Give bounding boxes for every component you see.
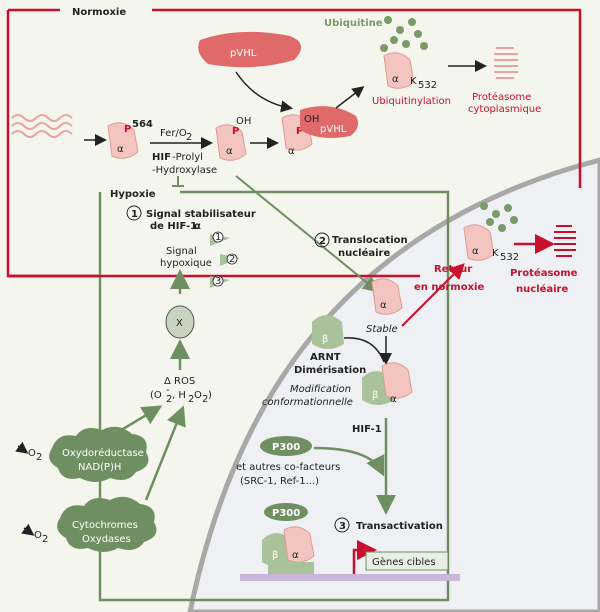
svg-text:2: 2: [42, 534, 48, 545]
p300-cofactor: [260, 436, 312, 456]
svg-text:α: α: [380, 300, 387, 311]
svg-text:α: α: [117, 144, 124, 155]
svg-text:2: 2: [166, 394, 172, 405]
svg-text:P: P: [296, 126, 303, 137]
arnt-beta-protein: [312, 315, 344, 349]
svg-text:, H: , H: [172, 390, 186, 401]
svg-text:2: 2: [202, 394, 208, 405]
svg-text:1: 1: [131, 209, 138, 220]
svg-text:-Hydroxylase: -Hydroxylase: [152, 165, 217, 176]
svg-text:Δ ROS: Δ ROS: [164, 376, 195, 387]
svg-text:Gènes cibles: Gènes cibles: [372, 556, 436, 568]
svg-text:de HIF-1: de HIF-1: [150, 221, 197, 232]
svg-text:2: 2: [188, 394, 194, 405]
svg-text:en normoxie: en normoxie: [414, 282, 484, 293]
svg-text:α: α: [390, 394, 397, 405]
svg-text:α: α: [194, 221, 201, 232]
svg-text:Retour: Retour: [434, 264, 472, 275]
svg-text:2: 2: [36, 452, 42, 463]
svg-text:(O: (O: [150, 390, 162, 401]
svg-text:Dimérisation: Dimérisation: [294, 364, 366, 376]
svg-text:hypoxique: hypoxique: [160, 258, 212, 269]
svg-text:Modification: Modification: [290, 384, 351, 395]
svg-text:Translocation: Translocation: [332, 235, 408, 246]
svg-text:P: P: [124, 124, 131, 135]
svg-text:P300: P300: [272, 442, 300, 453]
svg-text:ARNT: ARNT: [310, 352, 341, 363]
oxydoreductase-cloud: [49, 426, 149, 482]
ubiquitin-cluster: [380, 16, 428, 52]
pvhl-protein: [198, 31, 302, 68]
svg-text:3: 3: [215, 276, 221, 287]
svg-text:Oxydases: Oxydases: [82, 534, 131, 545]
svg-text:β: β: [272, 550, 278, 561]
svg-text:Signal stabilisateur: Signal stabilisateur: [146, 209, 256, 220]
svg-text:α: α: [288, 146, 295, 157]
hypoxie-title: Hypoxie: [110, 189, 156, 200]
svg-text:564: 564: [132, 119, 153, 130]
svg-text:532: 532: [418, 80, 437, 91]
svg-text:P300: P300: [272, 508, 300, 519]
normoxie-title: Normoxie: [72, 7, 126, 18]
transactivation-label: Transactivation: [356, 521, 443, 532]
svg-text:HIF: HIF: [152, 152, 171, 163]
svg-text:O: O: [34, 530, 42, 541]
svg-text:2: 2: [319, 236, 326, 247]
svg-text:OH: OH: [236, 116, 251, 127]
svg-text:et autres co-facteurs: et autres co-facteurs: [236, 462, 340, 473]
svg-text:532: 532: [500, 252, 519, 263]
svg-text:2: 2: [229, 254, 235, 265]
target-genes-box: [365, 551, 449, 571]
svg-text:Oxydoréductase: Oxydoréductase: [62, 447, 144, 459]
svg-text:α: α: [472, 246, 479, 257]
proteasome-cytoplasmic: [494, 47, 518, 79]
svg-text:cytoplasmique: cytoplasmique: [468, 104, 541, 115]
svg-text:α: α: [226, 146, 233, 157]
svg-text:β: β: [372, 390, 378, 401]
svg-text:Stable: Stable: [366, 324, 398, 335]
svg-text:OH: OH: [304, 114, 319, 125]
svg-text:nucléaire: nucléaire: [516, 283, 568, 295]
cytochromes-cloud: [57, 496, 157, 552]
hif1-label: HIF-1: [352, 424, 382, 435]
hif1-alpha-protein: [107, 122, 139, 159]
svg-text:X: X: [176, 318, 183, 329]
ubiquitinylation-label: Ubiquitinylation: [372, 96, 451, 107]
dna-strand: [240, 574, 460, 581]
svg-text:Cytochromes: Cytochromes: [72, 520, 138, 531]
svg-text:O: O: [194, 390, 202, 401]
svg-text:K: K: [492, 248, 499, 259]
proteasome-nuclear: [554, 225, 576, 257]
svg-text:1: 1: [215, 232, 221, 243]
svg-text:): ): [208, 390, 212, 401]
svg-text:Signal: Signal: [166, 246, 197, 257]
svg-text:Fer/O: Fer/O: [160, 128, 187, 139]
svg-text:α: α: [392, 74, 399, 85]
svg-text:-: -: [166, 385, 170, 396]
svg-text:conformationnelle: conformationnelle: [262, 397, 353, 408]
svg-text:NAD(P)H: NAD(P)H: [78, 462, 121, 473]
svg-text:pVHL: pVHL: [320, 124, 347, 135]
svg-text:P: P: [232, 126, 239, 137]
svg-text:3: 3: [339, 521, 346, 532]
svg-text:Protéasome: Protéasome: [510, 267, 578, 279]
unknown-factor-x: [165, 305, 195, 339]
svg-text:2: 2: [186, 132, 192, 143]
svg-text:pVHL: pVHL: [230, 48, 257, 59]
svg-text:(SRC-1, Ref-1...): (SRC-1, Ref-1...): [240, 476, 319, 487]
svg-text:α: α: [292, 550, 299, 561]
svg-text:K: K: [410, 76, 417, 87]
mrna-wave: [11, 114, 73, 122]
svg-text:Protéasome: Protéasome: [472, 91, 531, 103]
svg-text:O: O: [28, 448, 36, 459]
svg-text:nucléaire: nucléaire: [338, 247, 390, 259]
svg-text:β: β: [322, 334, 328, 345]
svg-text:Ubiquitine: Ubiquitine: [324, 18, 383, 29]
svg-text:-Prolyl: -Prolyl: [172, 152, 203, 163]
